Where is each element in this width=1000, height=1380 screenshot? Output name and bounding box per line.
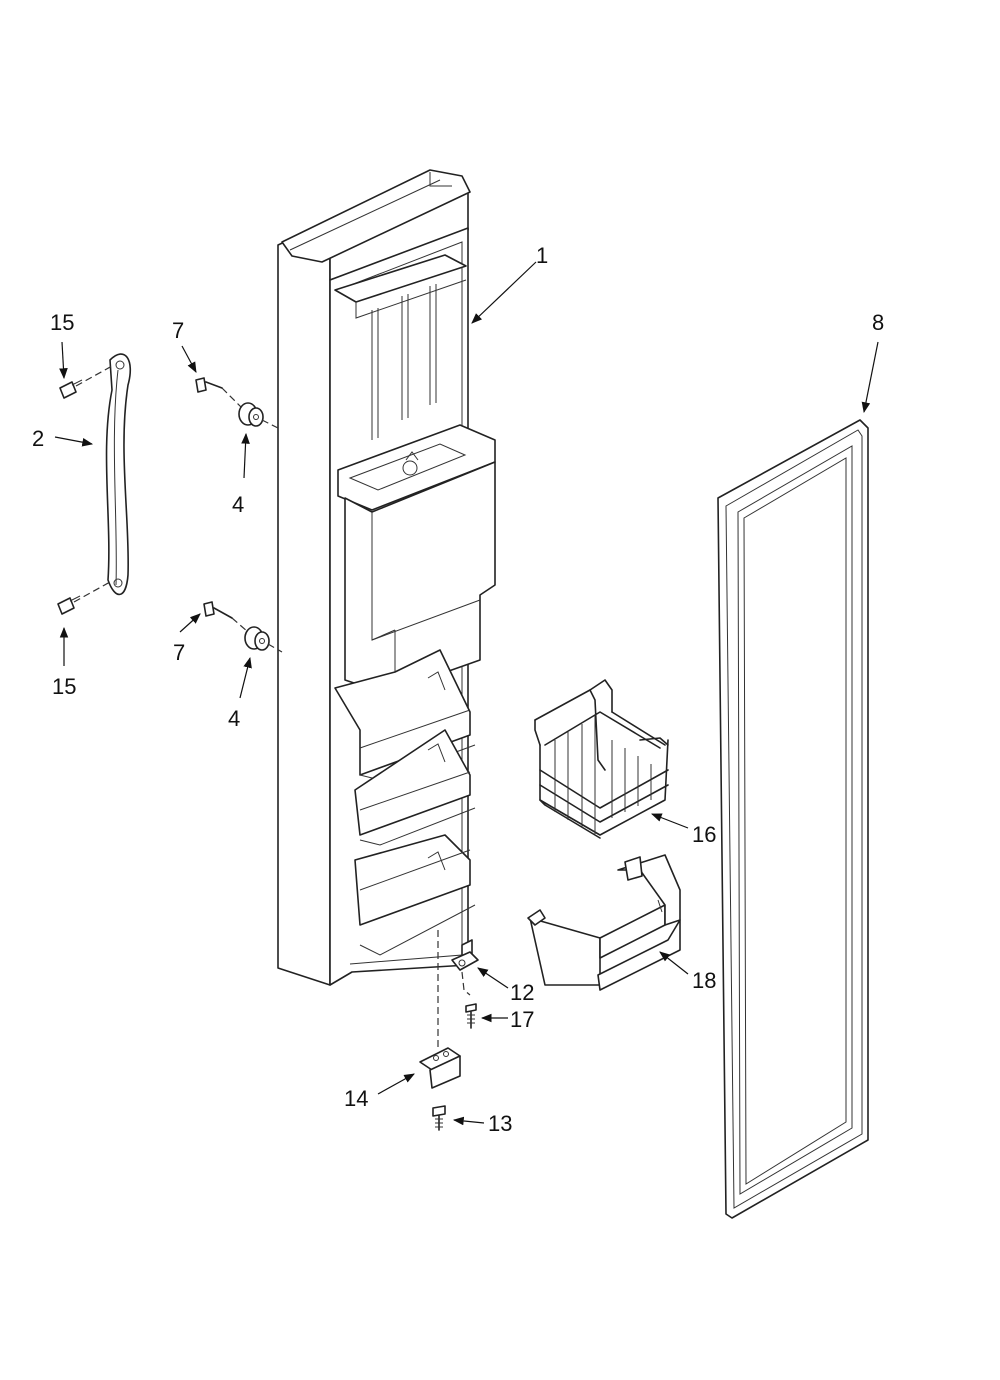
door-gasket [717, 419, 869, 1219]
callout-15-upper: 15 [50, 310, 74, 335]
spacer-bottom [244, 626, 283, 653]
bin-bracket [527, 854, 681, 991]
callout-17: 17 [510, 1007, 534, 1032]
wire-basket [534, 679, 669, 839]
handle-screw-top [59, 365, 113, 399]
mounting-screw-top [195, 377, 243, 409]
callout-18: 18 [692, 968, 716, 993]
callout-2: 2 [32, 426, 44, 451]
handle-screw-bottom [57, 581, 111, 615]
callout-1: 1 [536, 243, 548, 268]
mounting-screw-bottom [203, 601, 249, 633]
callout-4-upper: 4 [232, 492, 244, 517]
callout-13: 13 [488, 1111, 512, 1136]
callout-15-lower: 15 [52, 674, 76, 699]
leader-lines [54, 261, 879, 1126]
callout-7-upper: 7 [172, 318, 184, 343]
callout-16: 16 [692, 822, 716, 847]
hinge-bracket [419, 930, 461, 1089]
hinge-pin [451, 939, 479, 996]
callout-7-lower: 7 [173, 640, 185, 665]
callout-8: 8 [872, 310, 884, 335]
callout-14: 14 [344, 1086, 368, 1111]
hinge-screw [465, 1003, 477, 1029]
door-handle [105, 353, 132, 596]
bracket-screw [432, 1105, 446, 1131]
freezer-door-assembly [277, 169, 496, 986]
callout-12: 12 [510, 980, 534, 1005]
spacer-top [238, 402, 279, 429]
callout-4-lower: 4 [228, 706, 240, 731]
